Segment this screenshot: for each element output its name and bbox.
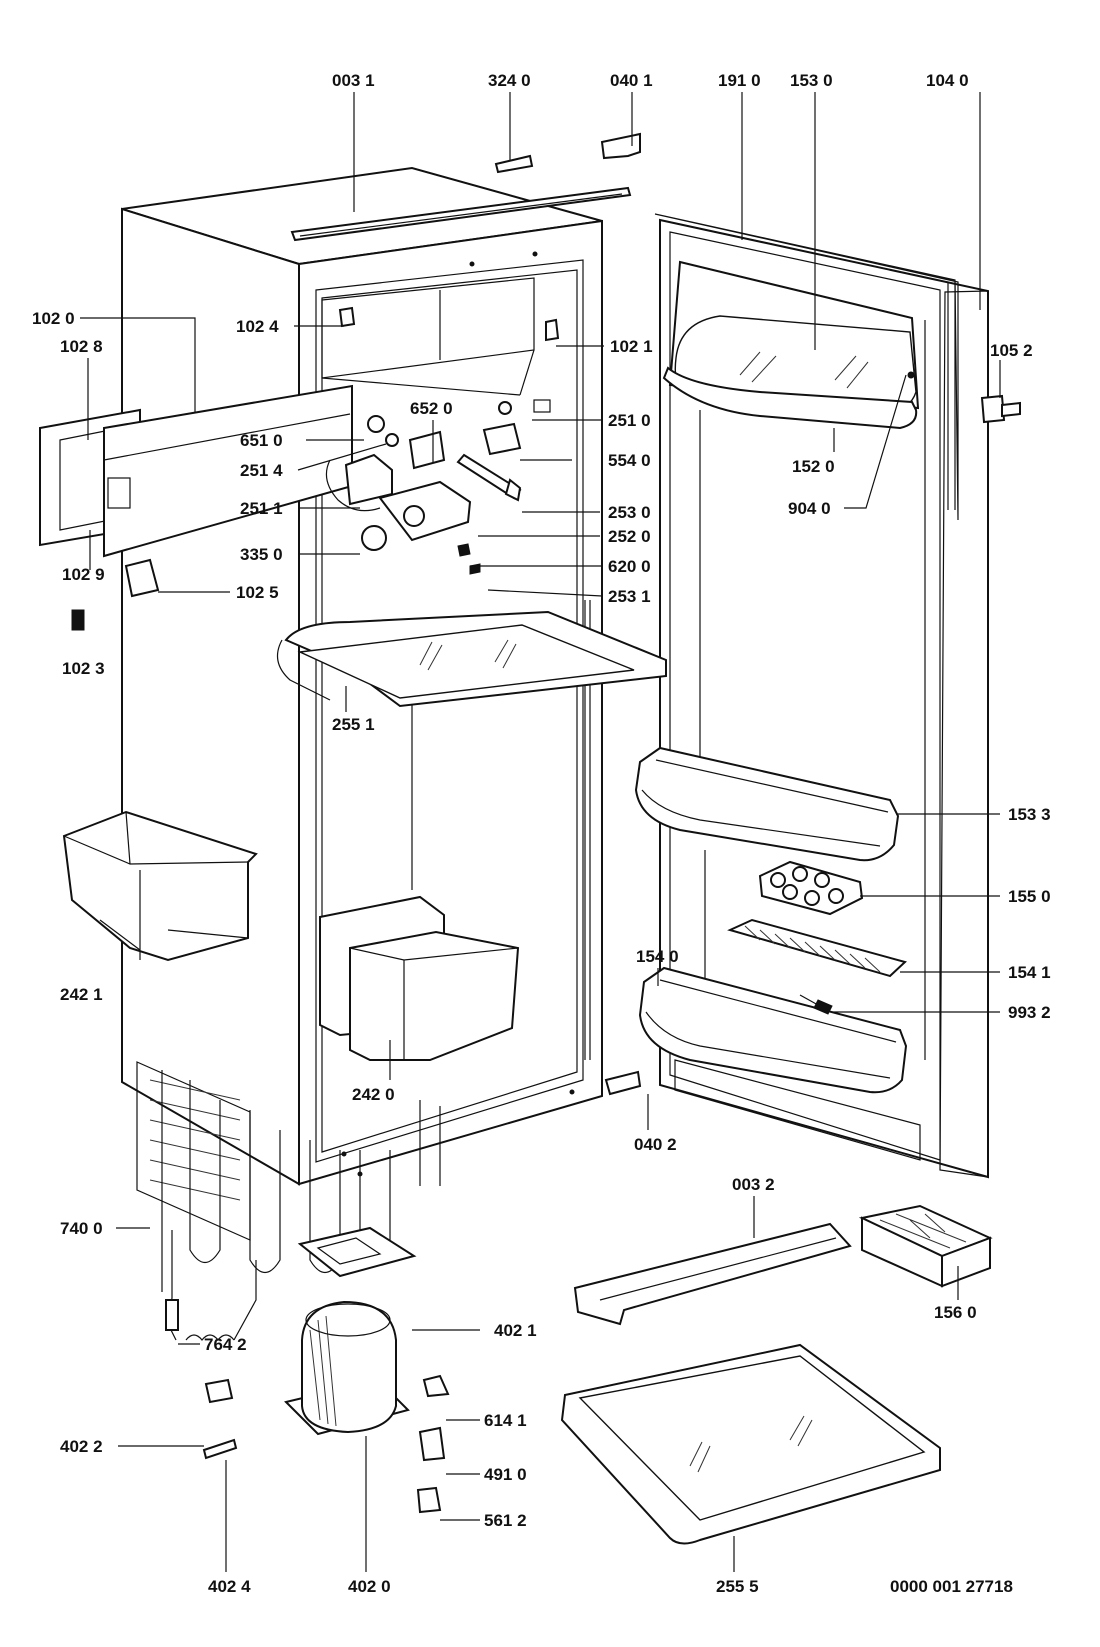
crisper-box-left	[62, 810, 258, 962]
label-003-2: 003 2	[732, 1175, 775, 1194]
label-253-1: 253 1	[608, 587, 651, 606]
label-040-2: 040 2	[634, 1135, 677, 1154]
label-251-4: 251 4	[240, 461, 283, 480]
label-324-0: 324 0	[488, 71, 531, 90]
egg-tray	[758, 860, 864, 916]
bottle-rack	[727, 918, 907, 978]
middle-door-shelf	[634, 746, 900, 862]
label-335-0: 335 0	[240, 545, 283, 564]
label-105-2: 105 2	[990, 341, 1033, 360]
label-102-4: 102 4	[236, 317, 279, 336]
label-102-9: 102 9	[62, 565, 105, 584]
label-491-0: 491 0	[484, 1465, 527, 1484]
label-104-0: 104 0	[926, 71, 969, 90]
label-102-8: 102 8	[60, 337, 103, 356]
electrical-parts	[202, 1374, 450, 1514]
label-402-0: 402 0	[348, 1577, 391, 1596]
label-102-0: 102 0	[32, 309, 75, 328]
label-740-0: 740 0	[60, 1219, 103, 1238]
condenser	[136, 1061, 441, 1292]
ice-cube-tray	[858, 1204, 993, 1288]
label-102-1: 102 1	[610, 337, 653, 356]
label-040-1: 040 1	[610, 71, 653, 90]
crisper-box-right	[349, 930, 520, 1061]
label-155-0: 155 0	[1008, 887, 1051, 906]
label-102-3: 102 3	[62, 659, 105, 678]
thermostat-assembly	[325, 453, 472, 551]
label-191-0: 191 0	[718, 71, 761, 90]
label-993-2: 993 2	[1008, 1003, 1051, 1022]
label-253-0: 253 0	[608, 503, 651, 522]
drawing-number: 0000 001 27718	[890, 1577, 1013, 1596]
capillary-and-dryer	[165, 1230, 257, 1341]
label-251-1: 251 1	[240, 499, 283, 518]
label-904-0: 904 0	[788, 499, 831, 518]
label-252-0: 252 0	[608, 527, 651, 546]
label-255-1: 255 1	[332, 715, 375, 734]
bottom-glass-shelf	[560, 1343, 941, 1545]
label-561-2: 561 2	[484, 1511, 527, 1530]
label-620-0: 620 0	[608, 557, 651, 576]
compressor	[284, 1300, 410, 1436]
label-153-3: 153 3	[1008, 805, 1051, 824]
hinge-parts	[604, 394, 1021, 1096]
glass-shelf-upper	[276, 610, 667, 708]
label-154-1: 154 1	[1008, 963, 1051, 982]
upper-door-compartment	[662, 260, 920, 430]
label-402-2: 402 2	[60, 1437, 103, 1456]
label-255-5: 255 5	[716, 1577, 759, 1596]
label-156-0: 156 0	[934, 1303, 977, 1322]
label-153-0: 153 0	[790, 71, 833, 90]
label-242-0: 242 0	[352, 1085, 395, 1104]
bottom-trim-strip	[573, 1222, 852, 1326]
label-764-2: 764 2	[204, 1335, 247, 1354]
label-614-1: 614 1	[484, 1411, 527, 1430]
control-panel	[39, 384, 353, 631]
lower-door-shelf	[638, 966, 908, 1094]
label-154-0: 154 0	[636, 947, 679, 966]
label-242-1: 242 1	[60, 985, 103, 1004]
label-102-5: 102 5	[236, 583, 279, 602]
label-652-0: 652 0	[410, 399, 453, 418]
part-labels: 003 1 324 0 040 1 191 0 153 0 104 0 102 …	[32, 71, 1051, 1596]
label-402-1: 402 1	[494, 1321, 537, 1340]
label-651-0: 651 0	[240, 431, 283, 450]
door-bracket-spring	[799, 994, 833, 1015]
label-152-0: 152 0	[792, 457, 835, 476]
small-parts-top	[124, 132, 641, 598]
label-554-0: 554 0	[608, 451, 651, 470]
label-003-1: 003 1	[332, 71, 375, 90]
label-251-0: 251 0	[608, 411, 651, 430]
compressor-bracket	[297, 1226, 417, 1278]
leader-lines	[80, 92, 1001, 1572]
refrigerator-door	[654, 213, 989, 1179]
label-402-4: 402 4	[208, 1577, 251, 1596]
